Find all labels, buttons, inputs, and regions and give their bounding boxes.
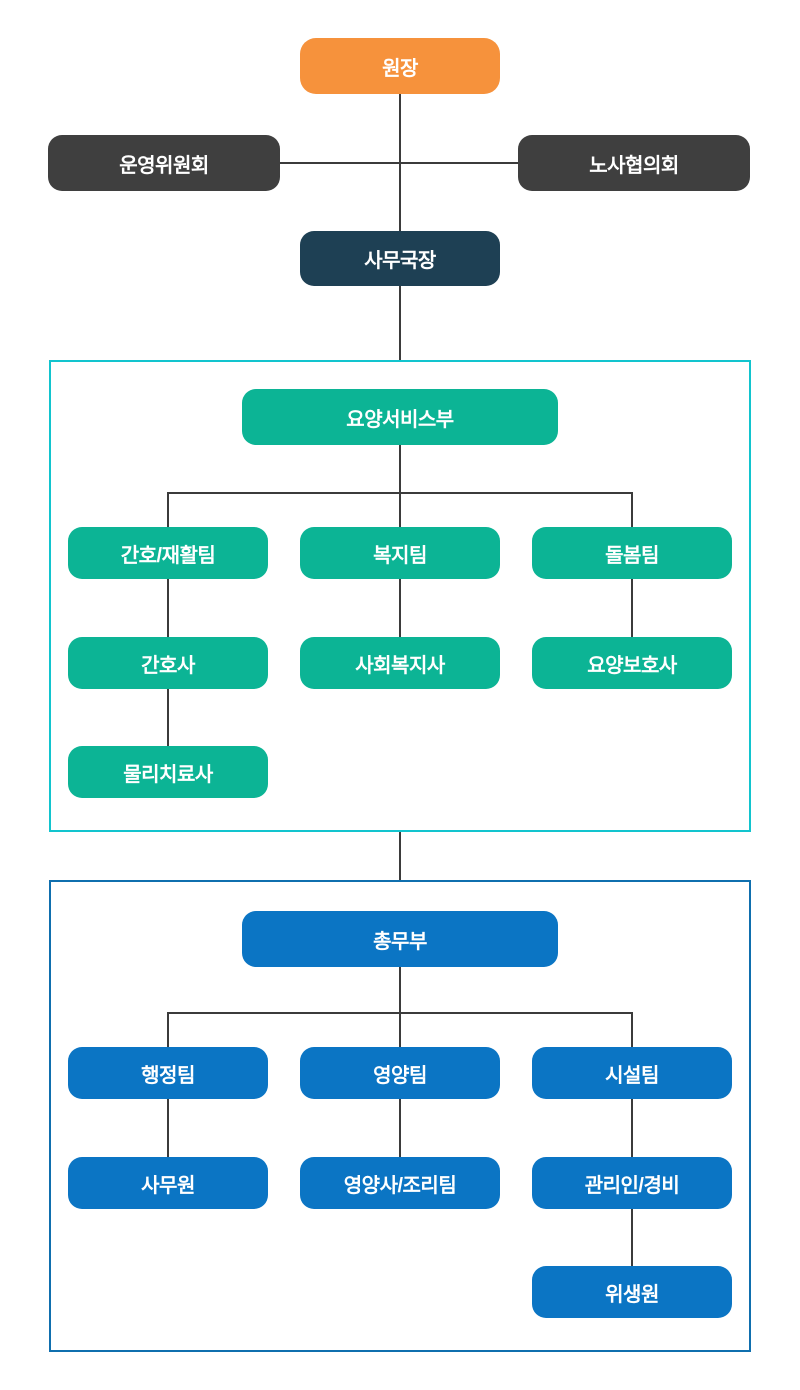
office-clerk-box: 사무원: [68, 1157, 268, 1209]
general-affairs-section-frame: [49, 880, 751, 1352]
connector-line: [280, 162, 518, 164]
connector-line: [167, 689, 169, 746]
nutritionist-cook-box: 영양사/조리팀: [300, 1157, 500, 1209]
welfare-team-box: 복지팀: [300, 527, 500, 579]
connector-line: [399, 579, 401, 637]
connector-line: [399, 967, 401, 1012]
connector-line: [399, 1012, 401, 1047]
director-box: 원장: [300, 38, 500, 94]
connector-line: [399, 832, 401, 880]
care-services-dept-box: 요양서비스부: [242, 389, 558, 445]
care-services-section-frame: [49, 360, 751, 832]
connector-line: [399, 492, 401, 527]
secretary-general-box: 사무국장: [300, 231, 500, 286]
admin-team-box: 행정팀: [68, 1047, 268, 1099]
connector-line: [631, 1012, 633, 1047]
connector-line: [167, 492, 169, 527]
facility-team-box: 시설팀: [532, 1047, 732, 1099]
physical-therapist-box: 물리치료사: [68, 746, 268, 798]
manager-security-box: 관리인/경비: [532, 1157, 732, 1209]
connector-line: [631, 1099, 633, 1157]
connector-line: [631, 492, 633, 527]
connector-line: [167, 1012, 169, 1047]
connector-line: [167, 579, 169, 637]
labor-council-box: 노사협의회: [518, 135, 750, 191]
care-worker-box: 요양보호사: [532, 637, 732, 689]
connector-line: [399, 286, 401, 360]
steering-committee-box: 운영위원회: [48, 135, 280, 191]
nurse-box: 간호사: [68, 637, 268, 689]
connector-line: [631, 579, 633, 637]
nursing-rehab-team-box: 간호/재활팀: [68, 527, 268, 579]
social-worker-box: 사회복지사: [300, 637, 500, 689]
connector-line: [167, 1099, 169, 1157]
connector-line: [399, 445, 401, 492]
general-affairs-dept-box: 총무부: [242, 911, 558, 967]
connector-line: [399, 1099, 401, 1157]
sanitation-worker-box: 위생원: [532, 1266, 732, 1318]
care-team-box: 돌봄팀: [532, 527, 732, 579]
connector-line: [631, 1209, 633, 1266]
nutrition-team-box: 영양팀: [300, 1047, 500, 1099]
